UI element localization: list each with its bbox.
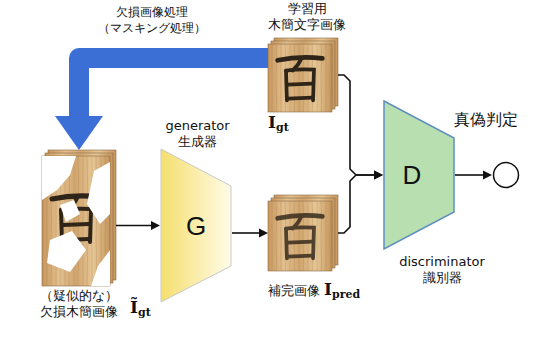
arrow-head [483,171,492,180]
node-text: Ĩ [130,297,138,317]
completed-tablet-stack [268,195,338,271]
connector-line [338,75,375,175]
image-frame [268,38,338,112]
text-group: 真偽判定 [440,110,532,130]
text-group: generator 生成器 [155,118,240,150]
text-group: Igt [268,112,348,134]
arrow-head [151,221,160,230]
node-text: 補完画像 [268,283,320,298]
node-text: I [268,112,276,132]
image-frame [42,150,116,286]
node-text: discriminator 識別器 [399,254,485,285]
judgement-output: 真偽判定 [440,110,532,195]
flow-arrow [338,75,383,180]
text-group: G [171,211,221,241]
node-text: generator 生成器 [165,118,229,149]
flow-arrow [116,221,160,230]
edge-label: 欠損画像処理 （マスキング処理） [90,4,214,36]
flow-arrow [338,171,383,234]
node-text: 学習用 木簡文字画像 [268,1,346,32]
node-text: pred [332,288,360,301]
node-text: I [324,279,332,299]
masking-arrow [55,58,268,150]
text-group: 補完画像 Ipred [268,279,362,301]
generator-block: generator 生成器 G [155,118,240,308]
training-tablet-stack [268,38,338,112]
node-text: （疑似的な） 欠損木簡画像 [40,288,118,319]
image-frame [268,195,338,271]
result-circle [492,161,520,189]
node-text: D [403,160,422,190]
connector-line [455,174,484,176]
arrow-head [374,171,383,180]
text-group: discriminator 識別器 [390,254,494,286]
text-group: （疑似的な） 欠損木簡画像 [29,288,129,320]
output-image-stack: 補完画像 Ipred [262,190,362,305]
text-group: D [386,160,438,190]
node-text: G [186,211,206,241]
circle-outline [494,163,519,188]
node-text: gt [138,306,151,319]
discriminator-shape [384,101,454,249]
text-group: Ĩgt [130,297,158,319]
masked-image-stack: （疑似的な） 欠損木簡画像 Ĩgt [28,146,158,326]
connector-line [338,175,375,233]
node-text: 真偽判定 [454,110,518,129]
arrow-head [259,229,268,238]
generator-shape [161,149,231,302]
connector-line [232,232,260,234]
masked-tablet-stack [42,150,116,286]
text-group: 学習用 木簡文字画像 [262,1,352,33]
flow-arrow [232,229,268,238]
arrow-head [55,116,103,150]
image-stack: 学習用 木簡文字画像 Igt [262,0,352,132]
flow-arrow [455,171,492,180]
connector-line [79,58,268,117]
connector-line [116,225,152,227]
arrow-head [374,171,383,180]
node-text: gt [276,121,289,134]
